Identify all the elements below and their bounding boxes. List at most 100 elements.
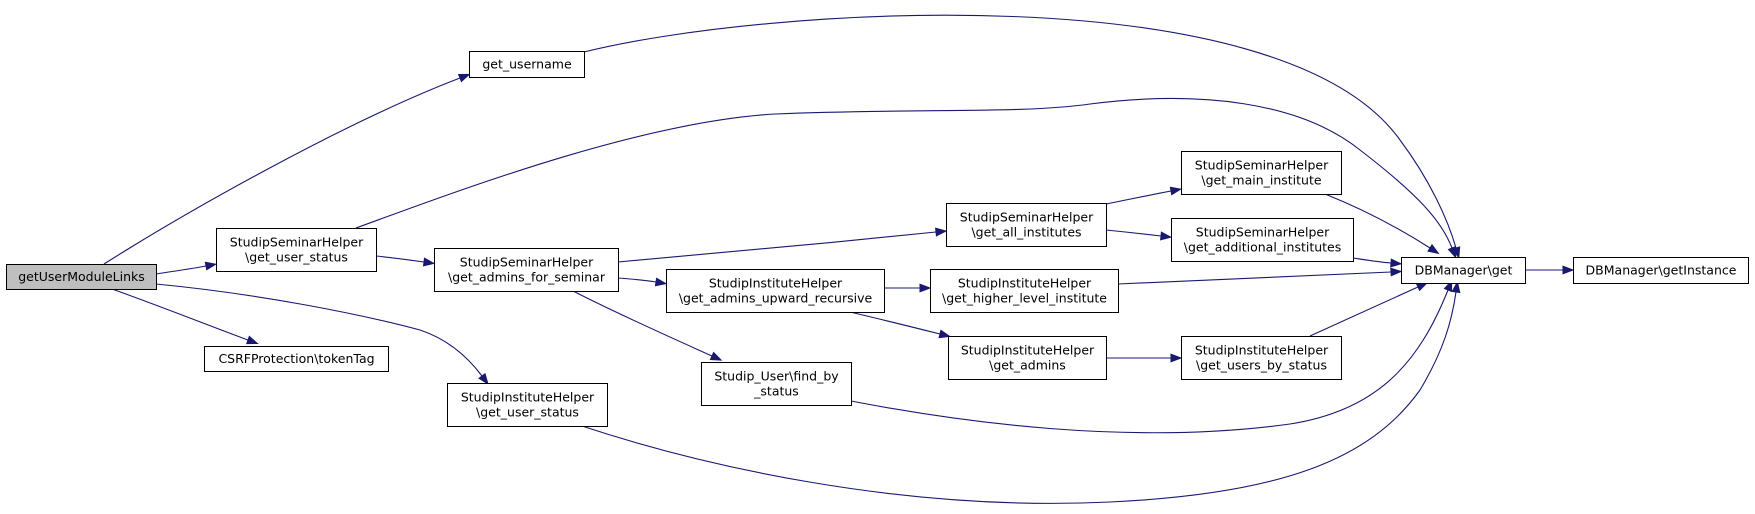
node-box[interactable] xyxy=(948,336,1107,380)
node-ssh_get_all_institutes[interactable]: StudipSeminarHelper\get_all_institutes xyxy=(946,203,1107,247)
node-label-line: \get_admins xyxy=(989,358,1066,373)
node-studip_user_find_by_status[interactable]: Studip_User\find_by_status xyxy=(701,362,852,406)
node-label-line: StudipSeminarHelper xyxy=(460,255,594,270)
node-label-line: \get_user_status xyxy=(245,250,348,265)
edge-ssh_get_admins_for_seminar-to-ssh_get_all_institutes xyxy=(617,227,948,263)
node-label-line: \get_user_status xyxy=(476,405,579,420)
node-box[interactable] xyxy=(434,248,619,292)
edge-line xyxy=(1105,190,1172,205)
edge-sih_get_admins_upward_recursive-to-sih_get_higher_level_institute xyxy=(884,283,932,293)
edge-sih_get_user_status-to-dbmanager_get xyxy=(581,280,1461,504)
node-sih_get_higher_level_institute[interactable]: StudipInstituteHelper\get_higher_level_i… xyxy=(930,269,1119,313)
node-csrf_tokenTag[interactable]: CSRFProtection\tokenTag xyxy=(204,346,389,372)
edge-arrowhead xyxy=(938,329,952,339)
node-label-line: StudipInstituteHelper xyxy=(961,343,1095,358)
node-label-line: \get_additional_institutes xyxy=(1184,240,1342,255)
node-ssh_get_admins_for_seminar[interactable]: StudipSeminarHelper\get_admins_for_semin… xyxy=(434,248,619,292)
edge-getUserModuleLinks-to-ssh_get_user_status xyxy=(155,261,218,275)
edge-arrowhead xyxy=(1169,186,1183,196)
edge-arrowhead xyxy=(1451,280,1461,294)
edge-line xyxy=(581,291,1457,504)
node-box[interactable] xyxy=(1401,257,1526,284)
edge-sih_get_admins_upward_recursive-to-sih_get_admins xyxy=(849,311,952,339)
node-label-line: \get_users_by_status xyxy=(1196,358,1327,373)
edge-arrowhead xyxy=(654,277,668,287)
edge-arrowhead xyxy=(1390,258,1403,268)
node-label-line: \get_admins_upward_recursive xyxy=(679,291,873,306)
node-box[interactable] xyxy=(1573,257,1749,284)
node-dbmanager_get[interactable]: DBManager\get xyxy=(1401,257,1526,284)
node-sih_get_admins_upward_recursive[interactable]: StudipInstituteHelper\get_admins_upward_… xyxy=(666,269,885,313)
node-label-line: \get_all_institutes xyxy=(971,225,1081,240)
node-label-line: \get_admins_for_seminar xyxy=(448,270,606,285)
edge-ssh_get_all_institutes-to-ssh_get_additional_institutes xyxy=(1105,229,1173,241)
edge-line xyxy=(155,283,483,377)
node-ssh_get_additional_institutes[interactable]: StudipSeminarHelper\get_additional_insti… xyxy=(1171,218,1354,262)
edge-sih_get_higher_level_institute-to-dbmanager_get xyxy=(1117,267,1403,285)
node-label-line: \get_main_institute xyxy=(1201,173,1321,188)
node-box[interactable] xyxy=(1171,218,1354,262)
call-graph-edges xyxy=(103,14,1575,504)
edge-studip_user_find_by_status-to-dbmanager_get xyxy=(850,279,1453,434)
node-box[interactable] xyxy=(6,264,157,290)
node-ssh_get_user_status[interactable]: StudipSeminarHelper\get_user_status xyxy=(216,228,377,272)
node-label-line: StudipSeminarHelper xyxy=(960,210,1094,225)
node-dbmanager_getInstance[interactable]: DBManager\getInstance xyxy=(1573,257,1749,284)
node-label-line: StudipSeminarHelper xyxy=(1196,225,1330,240)
node-box[interactable] xyxy=(930,269,1119,313)
node-label-line: getUserModuleLinks xyxy=(18,269,145,284)
edge-ssh_get_admins_for_seminar-to-studip_user_find_by_status xyxy=(572,290,723,361)
node-box[interactable] xyxy=(469,51,585,78)
node-sih_get_user_status[interactable]: StudipInstituteHelper\get_user_status xyxy=(447,383,608,427)
edge-ssh_get_additional_institutes-to-dbmanager_get xyxy=(1352,257,1403,268)
node-label-line: get_username xyxy=(482,57,572,72)
edge-arrowhead xyxy=(245,335,259,345)
edge-ssh_get_all_institutes-to-ssh_get_main_institute xyxy=(1105,186,1183,205)
edge-line xyxy=(1324,193,1431,249)
node-box[interactable] xyxy=(701,362,852,406)
node-label-line: StudipSeminarHelper xyxy=(230,235,364,250)
node-label-line: StudipInstituteHelper xyxy=(1195,343,1329,358)
edge-ssh_get_user_status-to-dbmanager_get xyxy=(355,98,1457,259)
edge-ssh_get_main_institute-to-dbmanager_get xyxy=(1324,193,1440,255)
node-box[interactable] xyxy=(1181,336,1342,380)
node-label-line: StudipInstituteHelper xyxy=(461,390,595,405)
edge-arrowhead xyxy=(204,261,218,271)
node-ssh_get_main_institute[interactable]: StudipSeminarHelper\get_main_institute xyxy=(1181,151,1342,195)
edge-getUserModuleLinks-to-csrf_tokenTag xyxy=(111,288,259,345)
edge-line xyxy=(583,14,1457,249)
node-box[interactable] xyxy=(204,346,389,372)
edge-arrowhead xyxy=(935,227,948,237)
node-label-line: StudipInstituteHelper xyxy=(709,276,843,291)
node-label-line: StudipInstituteHelper xyxy=(958,276,1092,291)
edge-arrowhead xyxy=(919,283,932,293)
node-sih_get_admins[interactable]: StudipInstituteHelper\get_admins xyxy=(948,336,1107,380)
edge-arrowhead xyxy=(478,372,489,386)
node-box[interactable] xyxy=(447,383,608,427)
edge-line xyxy=(1117,271,1392,285)
edge-arrowhead xyxy=(1427,243,1440,255)
edge-line xyxy=(617,277,657,283)
edge-line xyxy=(1309,286,1419,337)
call-graph-nodes: getUserModuleLinks get_usernameStudipSemi… xyxy=(6,51,1749,427)
node-box[interactable] xyxy=(216,228,377,272)
node-label-line: DBManager\get xyxy=(1415,263,1513,278)
edge-arrowhead xyxy=(1390,267,1403,277)
node-label-line: _status xyxy=(753,384,799,399)
edge-line xyxy=(572,290,713,357)
edge-line xyxy=(111,288,249,341)
edge-line xyxy=(850,289,1449,434)
node-box[interactable] xyxy=(946,203,1107,247)
node-getUserModuleLinks[interactable]: getUserModuleLinks xyxy=(6,264,157,290)
node-label-line: CSRFProtection\tokenTag xyxy=(218,351,374,366)
edge-arrowhead xyxy=(1170,353,1183,363)
edge-arrowhead xyxy=(1447,245,1457,259)
edge-arrowhead xyxy=(1160,231,1173,241)
node-sih_get_users_by_status[interactable]: StudipInstituteHelper\get_users_by_statu… xyxy=(1181,336,1342,380)
node-label-line: Studip_User\find_by xyxy=(714,369,839,384)
node-get_username[interactable]: get_username xyxy=(469,51,585,78)
node-box[interactable] xyxy=(666,269,885,313)
edge-line xyxy=(375,255,425,263)
node-box[interactable] xyxy=(1181,151,1342,195)
node-label-line: DBManager\getInstance xyxy=(1586,263,1737,278)
